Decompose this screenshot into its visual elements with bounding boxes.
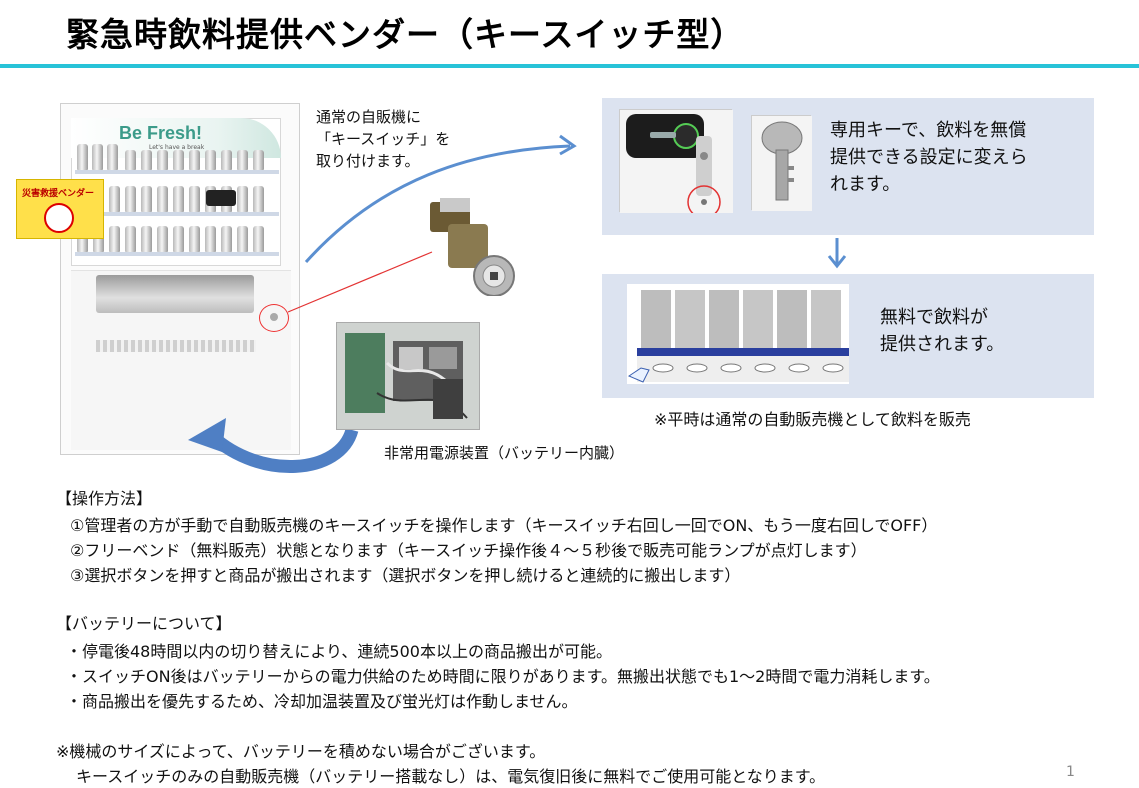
product-shelf [75, 186, 279, 216]
battery-unit-photo [336, 322, 480, 430]
title-underline [0, 64, 1139, 68]
battery-item: ・商品搬出を優先するため、冷却加温装置及び蛍光灯は作動しません。 [66, 692, 578, 711]
poster-figure-icon [44, 203, 74, 233]
down-arrow-icon [827, 238, 847, 269]
operation-step: ③選択ボタンを押すと商品が搬出されます（選択ボタンを押し続けると連続的に搬出しま… [70, 566, 741, 585]
battery-heading: 【バッテリーについて】 [56, 614, 232, 633]
keyswitch-annotation-line: 通常の自販機に [316, 108, 422, 126]
key-setting-text-line: れます。 [830, 174, 901, 195]
keyhole-highlight-circle [259, 304, 289, 332]
page-number: 1 [1066, 764, 1075, 780]
vent-grille [96, 340, 256, 352]
product-shelf [75, 226, 279, 256]
coin-slot-icon [206, 190, 236, 206]
key-photo [751, 115, 812, 211]
keyswitch-annotation-line: 取り付けます。 [316, 152, 420, 170]
page-title: 緊急時飲料提供ベンダー（キースイッチ型） [66, 15, 745, 54]
poster-text: 災害救援ベンダー [22, 189, 95, 199]
vending-machine-body: Be Fresh! Let's have a break [60, 103, 300, 455]
battery-item: ・スイッチON後はバッテリーからの電力供給のため時間に限りがあります。無搬出状態… [66, 667, 940, 686]
normal-use-note: ※平時は通常の自動販売機として飲料を販売 [654, 410, 971, 429]
key-setting-text-line: 専用キーで、飲料を無償 [830, 120, 1027, 141]
product-outlet [96, 275, 254, 313]
cans-selection-photo [627, 284, 849, 384]
keyswitch-annotation-line: 「キースイッチ」を [316, 130, 451, 148]
key-switch-photo [418, 196, 518, 296]
brand-logo-text: Be Fresh! [119, 123, 203, 143]
footnote-line: ※機械のサイズによって、バッテリーを積めない場合がございます。 [56, 742, 546, 761]
operation-heading: 【操作方法】 [56, 489, 153, 508]
lock-photo [619, 109, 733, 213]
free-drink-text-line: 無料で飲料が [880, 307, 988, 328]
brand-tagline: Let's have a break [149, 144, 205, 151]
product-shelf [75, 144, 279, 174]
battery-item: ・停電後48時間以内の切り替えにより、連続500本以上の商品搬出が可能。 [66, 642, 612, 661]
operation-step: ①管理者の方が手動で自動販売機のキースイッチを操作します（キースイッチ右回し一回… [70, 516, 938, 535]
battery-caption: 非常用電源装置（バッテリー内臓） [384, 444, 625, 462]
key-setting-text-line: 提供できる設定に変えら [830, 147, 1028, 168]
footnote-line: キースイッチのみの自動販売機（バッテリー搭載なし）は、電気復旧後に無料でご使用可… [76, 767, 826, 786]
operation-step: ②フリーベンド（無料販売）状態となります（キースイッチ操作後４～５秒後で販売可能… [70, 541, 867, 560]
free-drink-text-line: 提供されます。 [880, 334, 1005, 355]
